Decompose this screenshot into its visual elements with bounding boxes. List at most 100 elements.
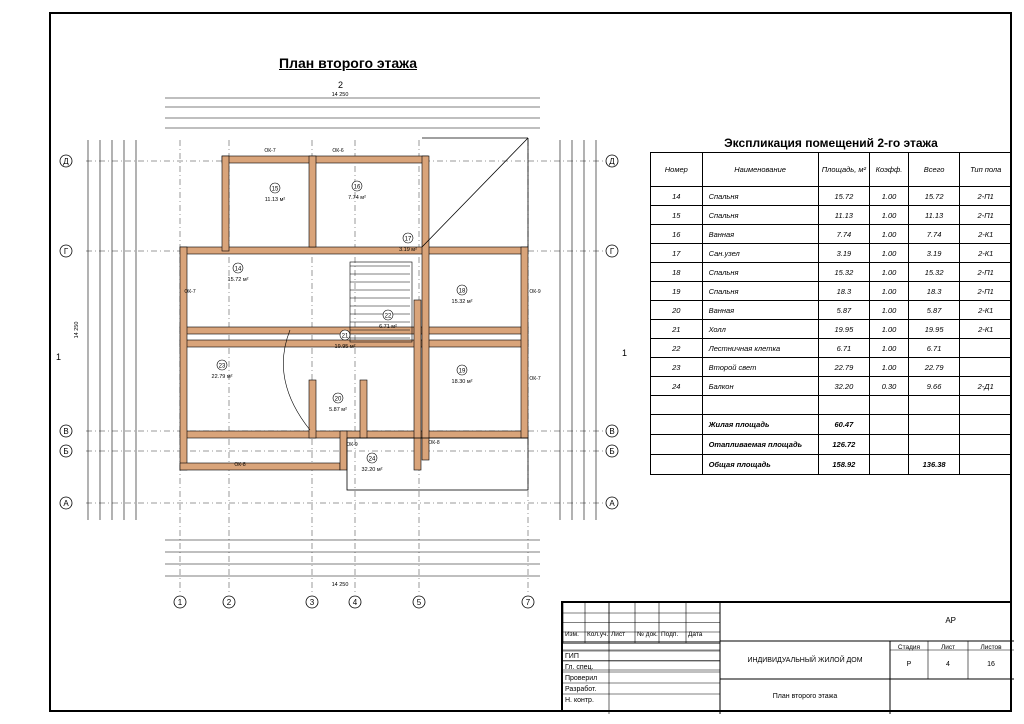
axis-bubble — [59, 424, 73, 438]
table-cell: 1.00 — [869, 243, 909, 263]
table-cell: 15 — [650, 205, 703, 225]
stamp-role: ГИП — [565, 653, 579, 660]
window-tag: ОК-9 — [346, 442, 357, 448]
sheets-label: Листов — [980, 644, 1002, 651]
table-cell: 32.20 — [817, 376, 871, 396]
stamp-column-label: Изм. — [565, 631, 579, 638]
stamp-column-label: Кол.уч. — [587, 631, 608, 638]
log-wall — [221, 155, 429, 164]
stamp-role: Гл. спец. — [565, 664, 594, 671]
total-sum — [907, 434, 961, 455]
explication-title: Экспликация помещений 2-го этажа — [724, 136, 938, 150]
table-cell: 2-К1 — [959, 224, 1012, 244]
log-wall — [308, 379, 317, 439]
table-cell: 1.00 — [869, 319, 909, 339]
room-number: 21 — [342, 334, 349, 340]
axis-label: 5 — [417, 598, 422, 607]
table-cell: 1.00 — [869, 338, 909, 358]
room-area: 18.30 м² — [452, 379, 473, 385]
room-number-bubble — [339, 329, 351, 341]
total-value: 60.47 — [817, 414, 871, 435]
table-cell: 1.00 — [869, 224, 909, 244]
table-cell: 16 — [650, 224, 703, 244]
table-cell: 15.32 — [907, 262, 961, 282]
room-area: 11.13 м² — [265, 197, 286, 203]
axis-label: В — [63, 427, 68, 436]
overall-width: 14 250 — [332, 92, 349, 98]
table-cell: 3.19 — [817, 243, 871, 263]
table-cell: 22.79 — [817, 357, 871, 377]
table-cell: 5.87 — [907, 300, 961, 320]
table-cell: 2-П1 — [959, 262, 1012, 282]
axis-label: Б — [63, 447, 68, 456]
room-area: 3.19 м² — [399, 247, 417, 253]
stamp-role: Н. контр. — [565, 697, 594, 704]
axis-label: 4 — [353, 598, 358, 607]
log-wall — [359, 379, 368, 439]
axis-bubble — [305, 595, 319, 609]
table-cell: 1.00 — [869, 262, 909, 282]
stamp-role: Проверил — [565, 675, 597, 682]
table-cell: Спальня — [701, 262, 819, 282]
table-cell — [959, 338, 1012, 358]
second-light-arc — [283, 329, 311, 431]
table-cell: Спальня — [701, 281, 819, 301]
axis-label: Г — [610, 247, 615, 256]
table-cell: 23 — [650, 357, 703, 377]
axis-label: В — [609, 427, 614, 436]
table-cell: Спальня — [701, 205, 819, 225]
table-cell: Второй свет — [701, 357, 819, 377]
axis-label: 2 — [227, 598, 232, 607]
stamp-column-label: Подп. — [661, 631, 678, 638]
axis-bubble — [222, 595, 236, 609]
table-row — [650, 395, 1012, 415]
table-cell: Холл — [701, 319, 819, 339]
room-number-bubble — [456, 284, 468, 296]
axis-bubble — [59, 154, 73, 168]
axis-bubble — [348, 595, 362, 609]
log-wall — [179, 462, 341, 471]
room-number: 20 — [335, 397, 342, 403]
axis-bubble — [173, 595, 187, 609]
table-header: Коэфф. — [869, 152, 909, 187]
table-cell: 15.32 — [817, 262, 871, 282]
room-number-bubble — [366, 452, 378, 464]
overall-width: 14 250 — [332, 582, 349, 588]
axis-label: Д — [63, 157, 69, 166]
room-number-bubble — [382, 309, 394, 321]
table-cell: 6.71 — [817, 338, 871, 358]
table-cell: 11.13 — [817, 205, 871, 225]
room-number-bubble — [351, 180, 363, 192]
axis-bubble — [605, 444, 619, 458]
table-cell: 18.3 — [907, 281, 961, 301]
room-number: 22 — [385, 314, 392, 320]
room-number: 14 — [235, 267, 242, 273]
table-cell: 17 — [650, 243, 703, 263]
table-cell: 1.00 — [869, 205, 909, 225]
total-value: 158.92 — [817, 454, 871, 475]
table-cell: 11.13 — [907, 205, 961, 225]
window-tag: ОК-9 — [529, 289, 540, 295]
table-cell: 2-К1 — [959, 243, 1012, 263]
room-area: 7.74 м² — [348, 195, 366, 201]
sheets-value: 16 — [987, 661, 995, 668]
plan-title: План второго этажа — [279, 55, 417, 71]
project-code: АР — [945, 616, 956, 625]
axis-label: Г — [64, 247, 69, 256]
room-number-bubble — [216, 359, 228, 371]
table-header: Всего — [907, 152, 961, 187]
table-cell: 22 — [650, 338, 703, 358]
axis-label: А — [609, 499, 615, 508]
room-number: 18 — [459, 289, 466, 295]
room-area: 6.71 м² — [379, 324, 397, 330]
table-cell: 2-К1 — [959, 300, 1012, 320]
